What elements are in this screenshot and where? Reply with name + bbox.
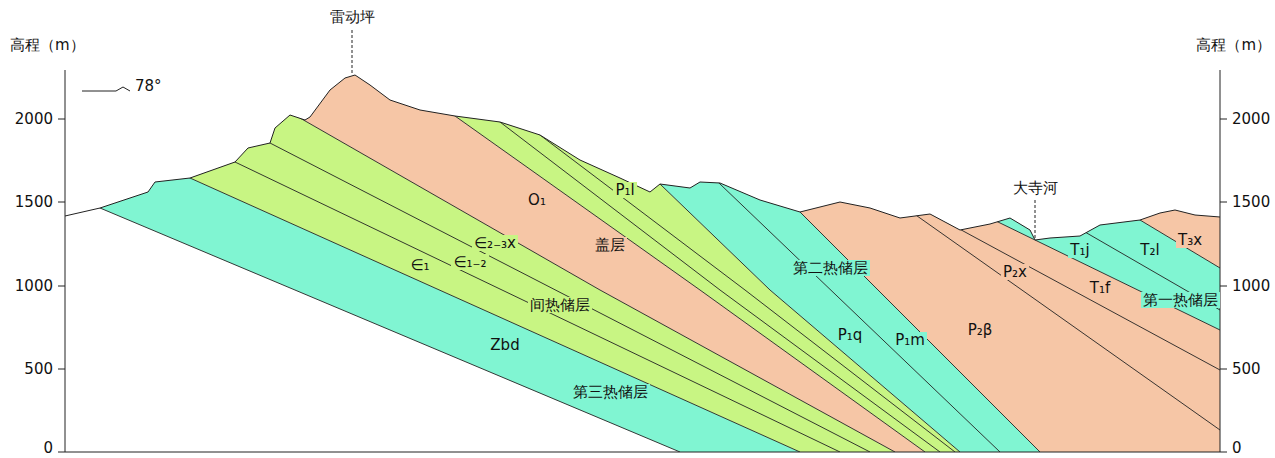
axis-label: 1000 xyxy=(13,278,55,295)
stratum-label: Zbd xyxy=(488,337,521,354)
stratum-label: T₁f xyxy=(1088,280,1112,297)
stratum-band xyxy=(418,0,1220,452)
stratum-label: 盖层 xyxy=(593,237,627,254)
axis-label: 1500 xyxy=(1230,194,1272,211)
leader-line xyxy=(352,30,353,73)
tick-mark xyxy=(58,202,65,203)
stratum-boundary xyxy=(527,0,1220,430)
stratum-label: P₂x xyxy=(1001,264,1029,281)
stratum-boundary xyxy=(673,0,1220,268)
stratum-label: T₂l xyxy=(1138,242,1161,259)
place-label: 雷动坪 xyxy=(328,9,377,26)
stratum-boundary xyxy=(425,0,1220,370)
strata xyxy=(0,0,1220,452)
stratum-boundary xyxy=(528,0,1040,452)
axis-label: 高程（m） xyxy=(8,37,87,54)
tick-mark xyxy=(1220,286,1227,287)
place-label: 大寺河 xyxy=(1011,180,1060,197)
stratum-label: P₂β xyxy=(966,322,995,339)
tick-mark xyxy=(58,286,65,287)
tick-mark xyxy=(58,119,65,120)
place-label: 78° xyxy=(133,78,164,95)
tick-mark xyxy=(1220,119,1227,120)
tick-mark xyxy=(1220,452,1227,453)
axis-label: 0 xyxy=(41,440,55,457)
axis-label: 1000 xyxy=(1230,278,1272,295)
leader-line xyxy=(1035,200,1036,238)
axis-label: 500 xyxy=(1230,361,1263,378)
stratum-label: ∈₁₋₂ xyxy=(451,254,488,271)
axis-label: 2000 xyxy=(1230,111,1272,128)
tick-mark xyxy=(1220,202,1227,203)
stratum-boundary xyxy=(0,0,895,452)
stratum-boundary xyxy=(0,0,800,452)
stratum-boundary xyxy=(0,0,840,452)
stratum-label: P₁m xyxy=(893,332,927,349)
stratum-boundary xyxy=(207,0,925,452)
ground-surface xyxy=(65,75,1220,240)
stratum-boundary xyxy=(282,0,955,452)
stratum-band xyxy=(418,0,1220,330)
axis-line xyxy=(1220,70,1221,452)
axis-label: 500 xyxy=(22,361,55,378)
stratum-label: T₃x xyxy=(1176,232,1204,249)
axis-label: 2000 xyxy=(13,111,55,128)
axis-label: 高程（m） xyxy=(1194,37,1273,54)
stratum-label: 间热储层 xyxy=(528,297,592,314)
axis-label: 0 xyxy=(1230,440,1244,457)
stratum-boundary xyxy=(407,0,960,452)
stratum-boundary xyxy=(0,0,870,452)
tick-mark xyxy=(58,452,65,453)
stratum-boundary xyxy=(465,0,1000,452)
axis-line xyxy=(65,452,1220,453)
axis-label: 1500 xyxy=(13,194,55,211)
stratum-band xyxy=(673,0,1220,268)
stratum-label: 第二热储层 xyxy=(791,260,870,277)
stratum-label: P₁l xyxy=(613,182,636,199)
stratum-label: 第三热储层 xyxy=(571,384,650,401)
tick-mark xyxy=(1220,369,1227,370)
dip-symbol xyxy=(82,87,130,91)
axis-line xyxy=(65,70,66,452)
stratum-label: O₁ xyxy=(526,192,548,209)
tick-mark xyxy=(58,369,65,370)
stratum-label: ∈₂₋₃x xyxy=(472,235,518,252)
stratum-label: P₁q xyxy=(836,327,865,344)
stratum-boundary xyxy=(418,0,1220,330)
stratum-label: ∈₁ xyxy=(408,257,431,274)
stratum-label: 第一热储层 xyxy=(1141,292,1220,309)
stratum-boundary xyxy=(580,0,1220,310)
stratum-boundary xyxy=(0,0,680,452)
stratum-boundary xyxy=(262,0,940,452)
stratum-label: T₁j xyxy=(1068,242,1091,259)
